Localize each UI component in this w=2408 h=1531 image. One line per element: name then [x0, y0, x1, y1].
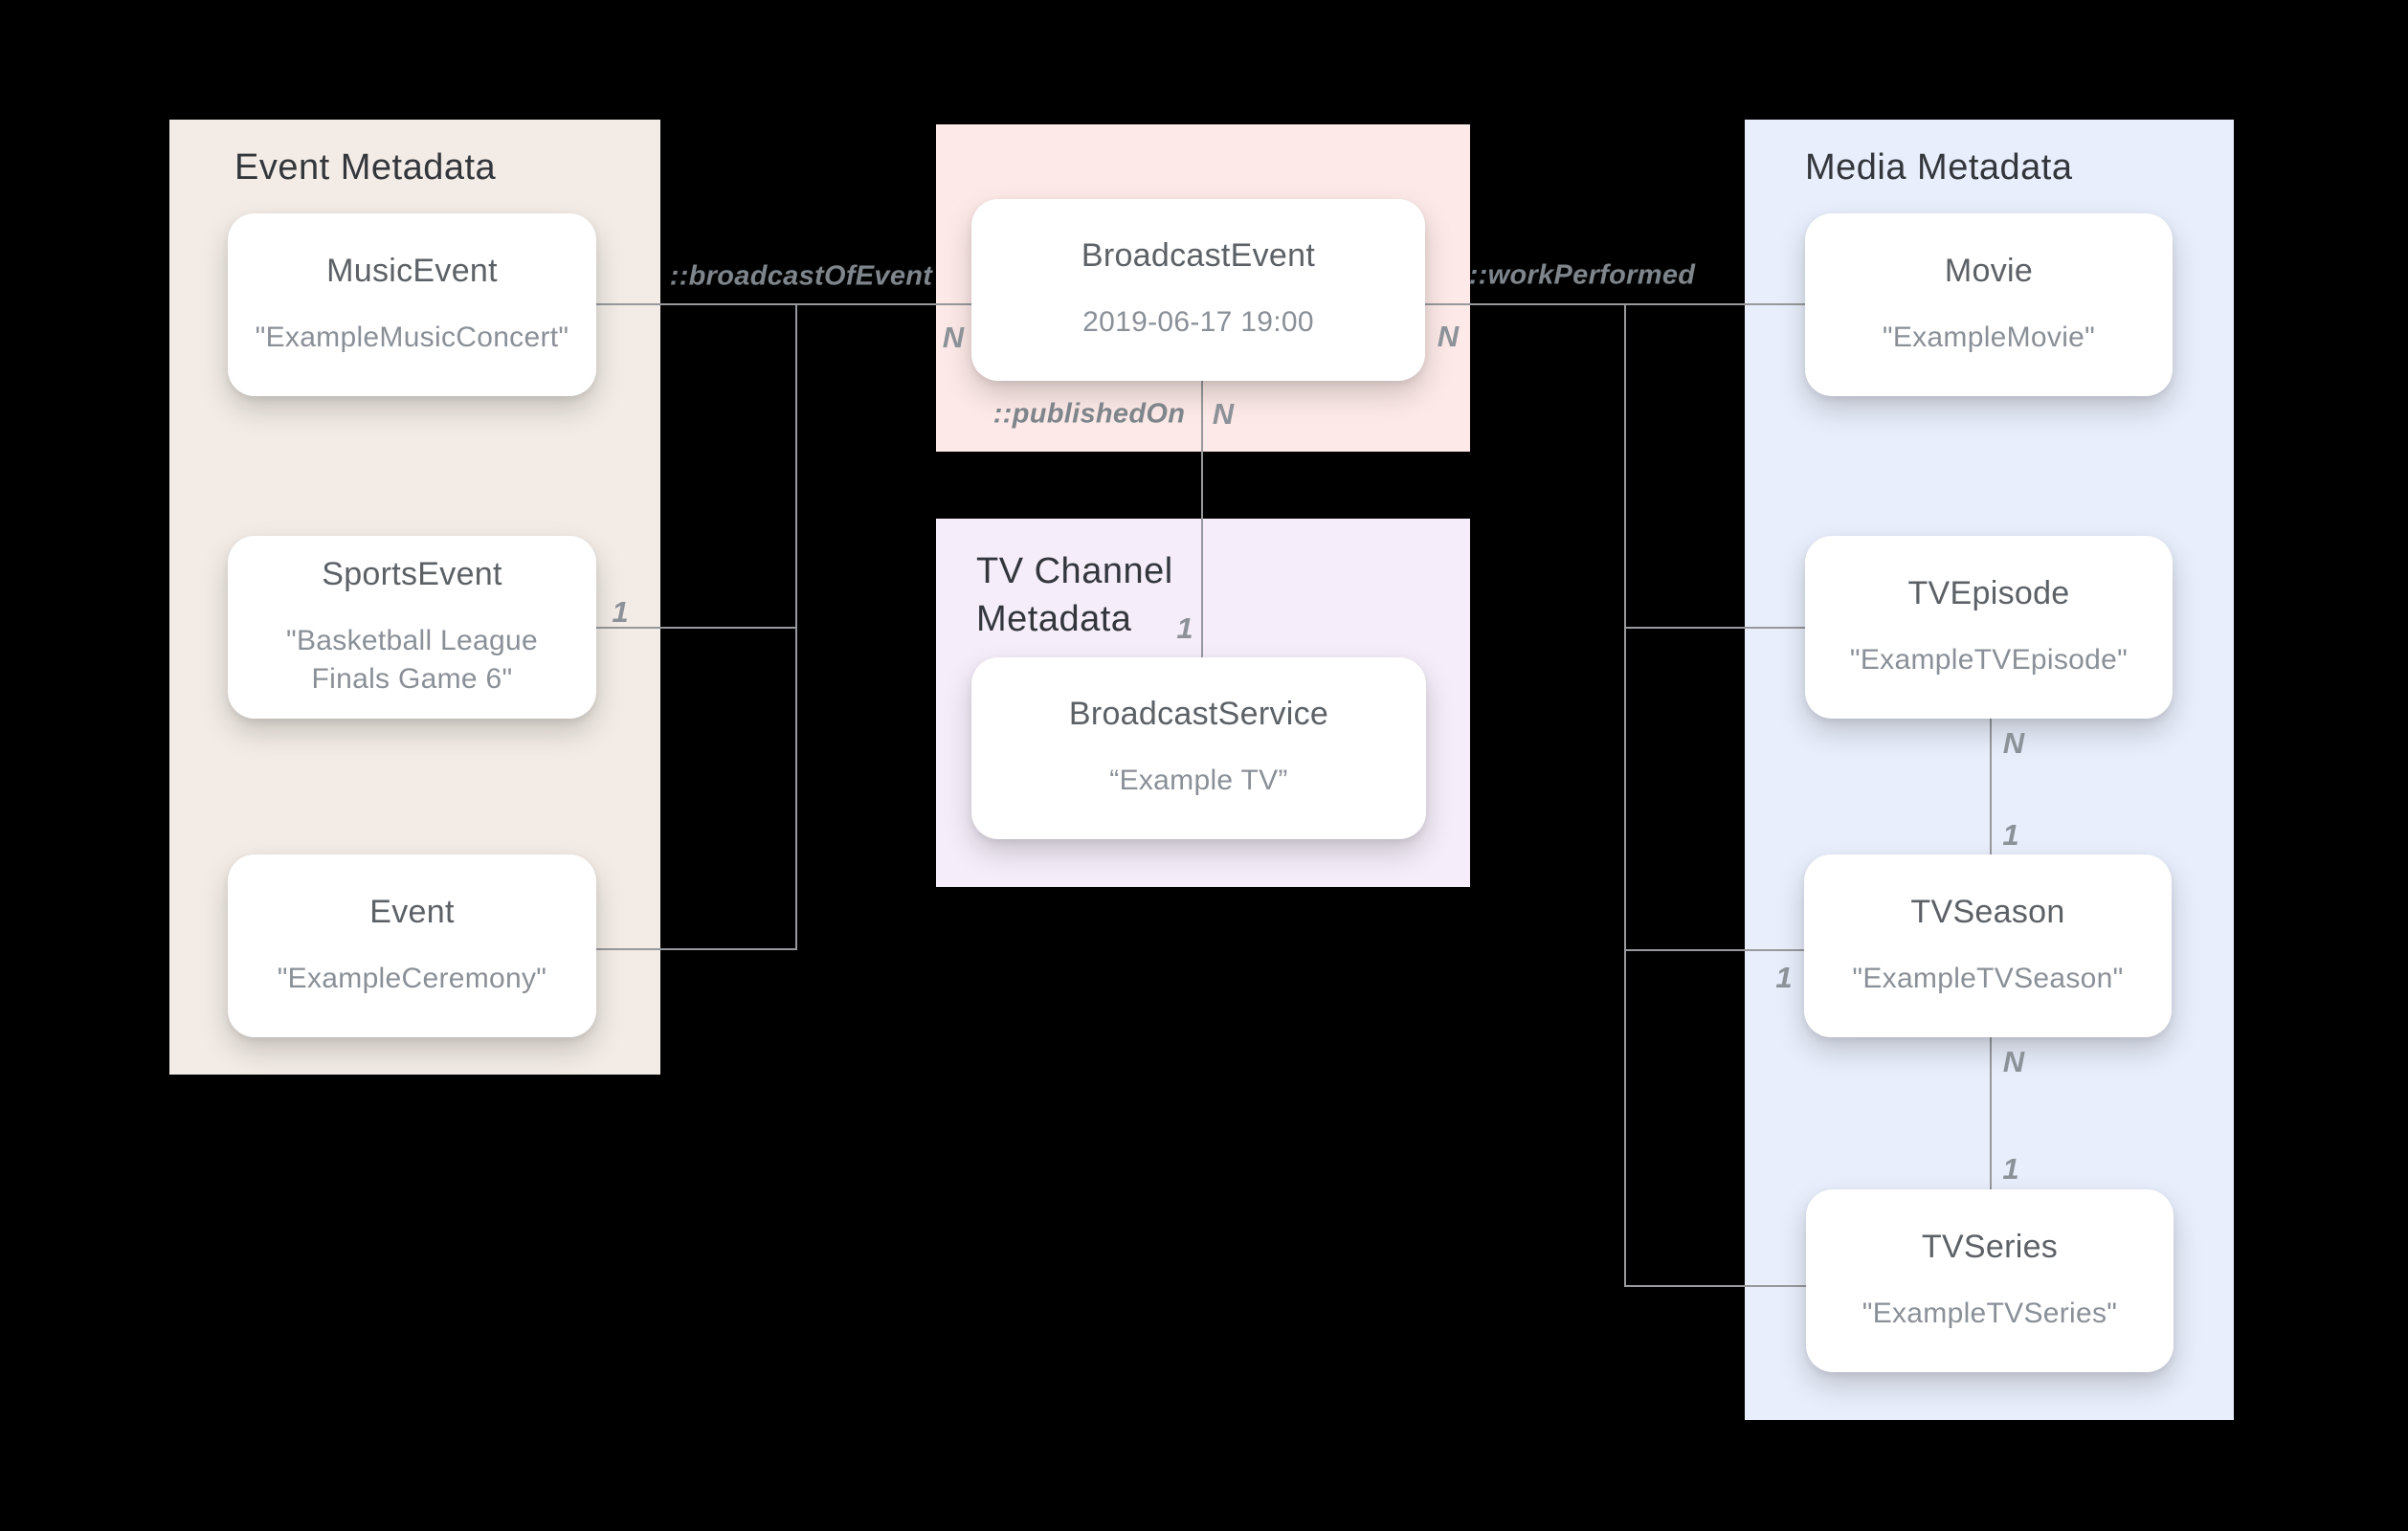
cardinality-broadcastevent-left: N — [942, 321, 965, 354]
node-sports-event: SportsEvent "Basketball League Finals Ga… — [228, 536, 596, 719]
line-tvseason-stub — [1624, 949, 1804, 951]
relation-work-performed: ::workPerformed — [1468, 259, 1696, 291]
node-value: "ExampleCeremony" — [277, 962, 547, 994]
cardinality-episode-season-n: N — [2002, 726, 2025, 760]
node-title: SportsEvent — [322, 555, 502, 592]
line-broadcastevent-to-movie — [1425, 303, 1805, 305]
line-tvepisode-stub — [1624, 627, 1805, 629]
node-value: 2019-06-17 19:00 — [1082, 306, 1314, 339]
cardinality-broadcastevent-right: N — [1437, 320, 1460, 353]
cardinality-tvseason-left-1: 1 — [1775, 961, 1793, 994]
node-value: "Basketball League Finals Game 6" — [286, 624, 538, 696]
event-metadata-title: Event Metadata — [234, 147, 497, 188]
node-value: "ExampleMovie" — [1882, 321, 2096, 353]
node-title: MusicEvent — [326, 252, 498, 289]
line-musicevent-to-broadcastevent — [596, 303, 971, 305]
node-title: BroadcastEvent — [1081, 237, 1316, 275]
line-sportsevent-stub — [596, 627, 797, 629]
cardinality-sportsevent-1: 1 — [612, 595, 629, 629]
node-event: Event "ExampleCeremony" — [228, 854, 596, 1037]
cardinality-broadcastservice-1: 1 — [1176, 611, 1193, 645]
node-movie: Movie "ExampleMovie" — [1805, 213, 2173, 396]
node-tv-episode: TVEpisode "ExampleTVEpisode" — [1805, 536, 2173, 719]
node-broadcast-service: BroadcastService “Example TV” — [971, 657, 1426, 839]
node-title: Movie — [1944, 252, 2034, 289]
tv-channel-metadata-title: TV Channel Metadata — [976, 551, 1173, 640]
node-broadcast-event: BroadcastEvent 2019-06-17 19:00 — [971, 199, 1425, 381]
cardinality-season-series-1: 1 — [2002, 1152, 2019, 1186]
line-publishedon-connector — [1201, 381, 1203, 657]
node-music-event: MusicEvent "ExampleMusicConcert" — [228, 213, 596, 396]
line-left-connector — [795, 303, 797, 950]
cardinality-episode-season-1: 1 — [2002, 818, 2019, 852]
node-value: "ExampleTVSeason" — [1852, 962, 2124, 994]
node-title: TVEpisode — [1907, 574, 2070, 611]
node-title: BroadcastService — [1068, 696, 1329, 733]
line-episode-to-season — [1990, 719, 1992, 854]
relation-published-on: ::publishedOn — [992, 398, 1186, 430]
node-tv-series: TVSeries "ExampleTVSeries" — [1806, 1189, 2174, 1372]
node-title: TVSeries — [1921, 1228, 2059, 1265]
node-value: "ExampleTVEpisode" — [1849, 643, 2129, 676]
node-tv-season: TVSeason "ExampleTVSeason" — [1804, 854, 2172, 1037]
node-value: "ExampleTVSeries" — [1862, 1297, 2118, 1329]
line-season-to-series — [1990, 1037, 1992, 1189]
line-right-connector — [1624, 303, 1626, 1287]
media-metadata-title: Media Metadata — [1805, 147, 2073, 188]
relation-broadcast-of-event: ::broadcastOfEvent — [669, 260, 933, 292]
line-event-stub — [596, 948, 797, 950]
node-title: TVSeason — [1910, 893, 2065, 930]
line-tvseries-stub — [1624, 1285, 1807, 1287]
node-value: "ExampleMusicConcert" — [255, 321, 569, 353]
node-title: Event — [369, 893, 455, 930]
node-value: “Example TV” — [1109, 765, 1288, 797]
cardinality-season-series-n: N — [2002, 1045, 2025, 1078]
cardinality-publishedon-n: N — [1212, 397, 1235, 431]
